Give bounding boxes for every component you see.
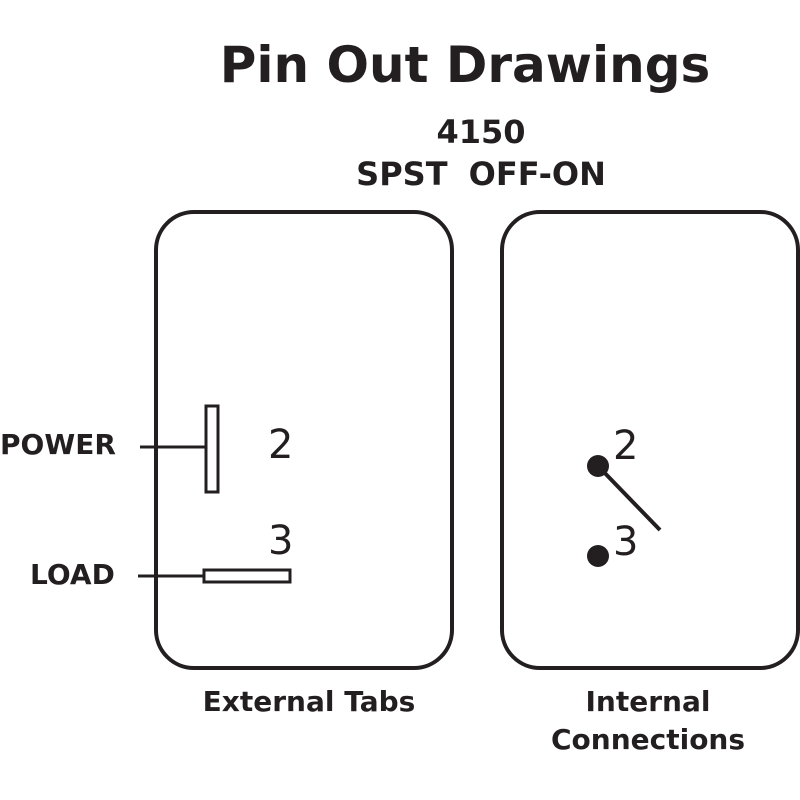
internal-connections-box xyxy=(500,210,800,670)
external-pin-3: 3 xyxy=(268,518,294,564)
internal-pin-2: 2 xyxy=(613,423,639,469)
external-tabs-box xyxy=(154,210,454,670)
internal-pin-3: 3 xyxy=(613,519,639,565)
external-pin-2: 2 xyxy=(268,422,294,468)
load-label: LOAD xyxy=(30,558,115,591)
page-title: Pin Out Drawings xyxy=(219,36,711,94)
internal-caption-line1: Internal xyxy=(585,685,711,718)
contact-3-dot xyxy=(587,545,609,567)
power-label: POWER xyxy=(0,428,116,461)
switch-lever xyxy=(596,464,662,532)
switch-configuration: SPST OFF-ON xyxy=(356,155,606,193)
part-number: 4150 xyxy=(436,113,526,151)
power-tab xyxy=(204,404,220,494)
load-tab xyxy=(202,568,292,584)
external-tabs-caption: External Tabs xyxy=(202,685,416,718)
contact-2-dot xyxy=(587,455,609,477)
internal-caption-line2: Connections xyxy=(550,723,746,756)
internal-connections-caption: Internal Connections xyxy=(515,683,781,759)
